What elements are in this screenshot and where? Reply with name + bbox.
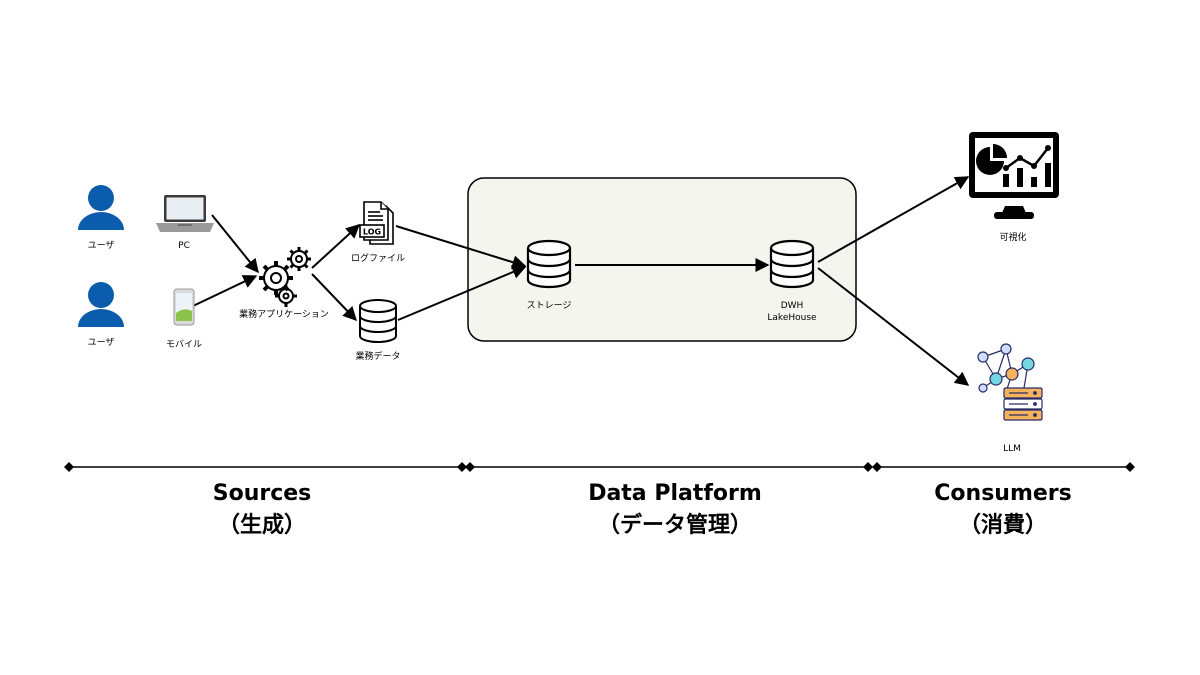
section-consumers-subtitle: （消費） [958, 513, 1047, 538]
data-platform-box [467, 177, 857, 342]
flow-arrows [192, 176, 970, 386]
arrow-app-to-log [311, 224, 361, 269]
log-file-icon [359, 201, 394, 245]
arrow-dwh-to-llm [817, 267, 970, 386]
label-storage: ストレージ [526, 301, 572, 311]
gears-icon [259, 247, 311, 307]
timeline-markers [64, 462, 1135, 472]
section-data-platform-title: Data Platform [588, 481, 762, 506]
label-log-file: ログファイル [350, 254, 405, 264]
label-dwh-line2: LakeHouse [767, 313, 817, 323]
arrow-pc-to-app [211, 214, 259, 274]
section-sources: Sources （生成） [132, 478, 392, 542]
label-dwh: DWH LakeHouse [742, 300, 842, 324]
arrow-dwh-to-viz [817, 176, 970, 263]
arrow-app-to-bizdata [311, 273, 357, 322]
database-icon [769, 239, 815, 289]
label-llm: LLM [1003, 444, 1021, 454]
label-user-2: ユーザ [87, 338, 115, 348]
section-data-platform-subtitle: （データ管理） [597, 513, 752, 538]
arrow-bizdata-to-storage [397, 265, 527, 321]
database-icon [526, 239, 572, 289]
label-business-app: 業務アプリケーション [239, 310, 329, 320]
arrow-mobile-to-app [192, 275, 258, 307]
section-data-platform: Data Platform （データ管理） [545, 478, 805, 542]
label-user-1: ユーザ [87, 241, 115, 251]
label-dwh-line1: DWH [780, 301, 804, 311]
user-icon [78, 282, 124, 327]
label-mobile: モバイル [165, 340, 202, 350]
section-sources-title: Sources [212, 481, 312, 506]
label-visualization: 可視化 [999, 233, 1027, 243]
label-pc: PC [178, 241, 190, 251]
section-consumers: Consumers （消費） [873, 478, 1133, 542]
dashboard-monitor-icon [969, 132, 1059, 219]
smartphone-icon [173, 288, 195, 326]
database-icon [359, 299, 397, 343]
user-icon [78, 185, 124, 230]
section-sources-subtitle: （生成） [217, 513, 306, 538]
log-icon-text: LOG [363, 228, 381, 237]
arrow-log-to-storage [395, 225, 527, 269]
llm-network-icon [977, 343, 1043, 421]
section-consumers-title: Consumers [934, 481, 1072, 506]
laptop-icon [156, 195, 214, 232]
label-business-data: 業務データ [355, 352, 401, 362]
